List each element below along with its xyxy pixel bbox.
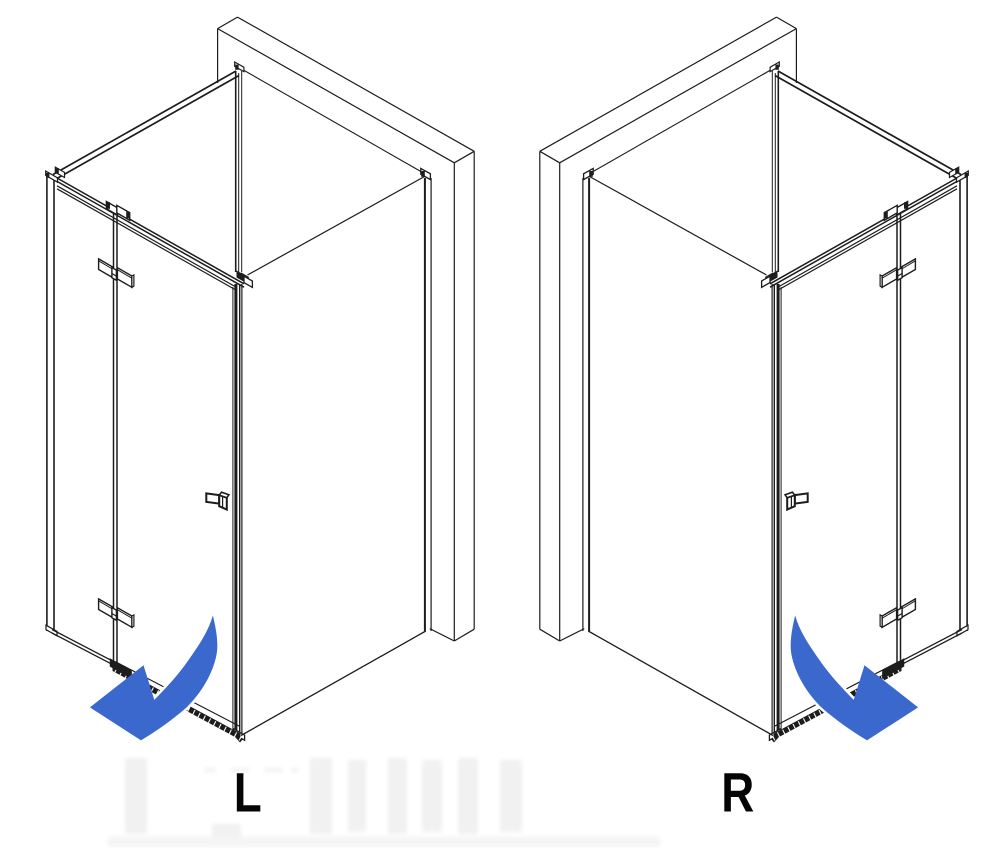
svg-text:R: R <box>721 761 754 824</box>
svg-text:L: L <box>234 761 262 824</box>
